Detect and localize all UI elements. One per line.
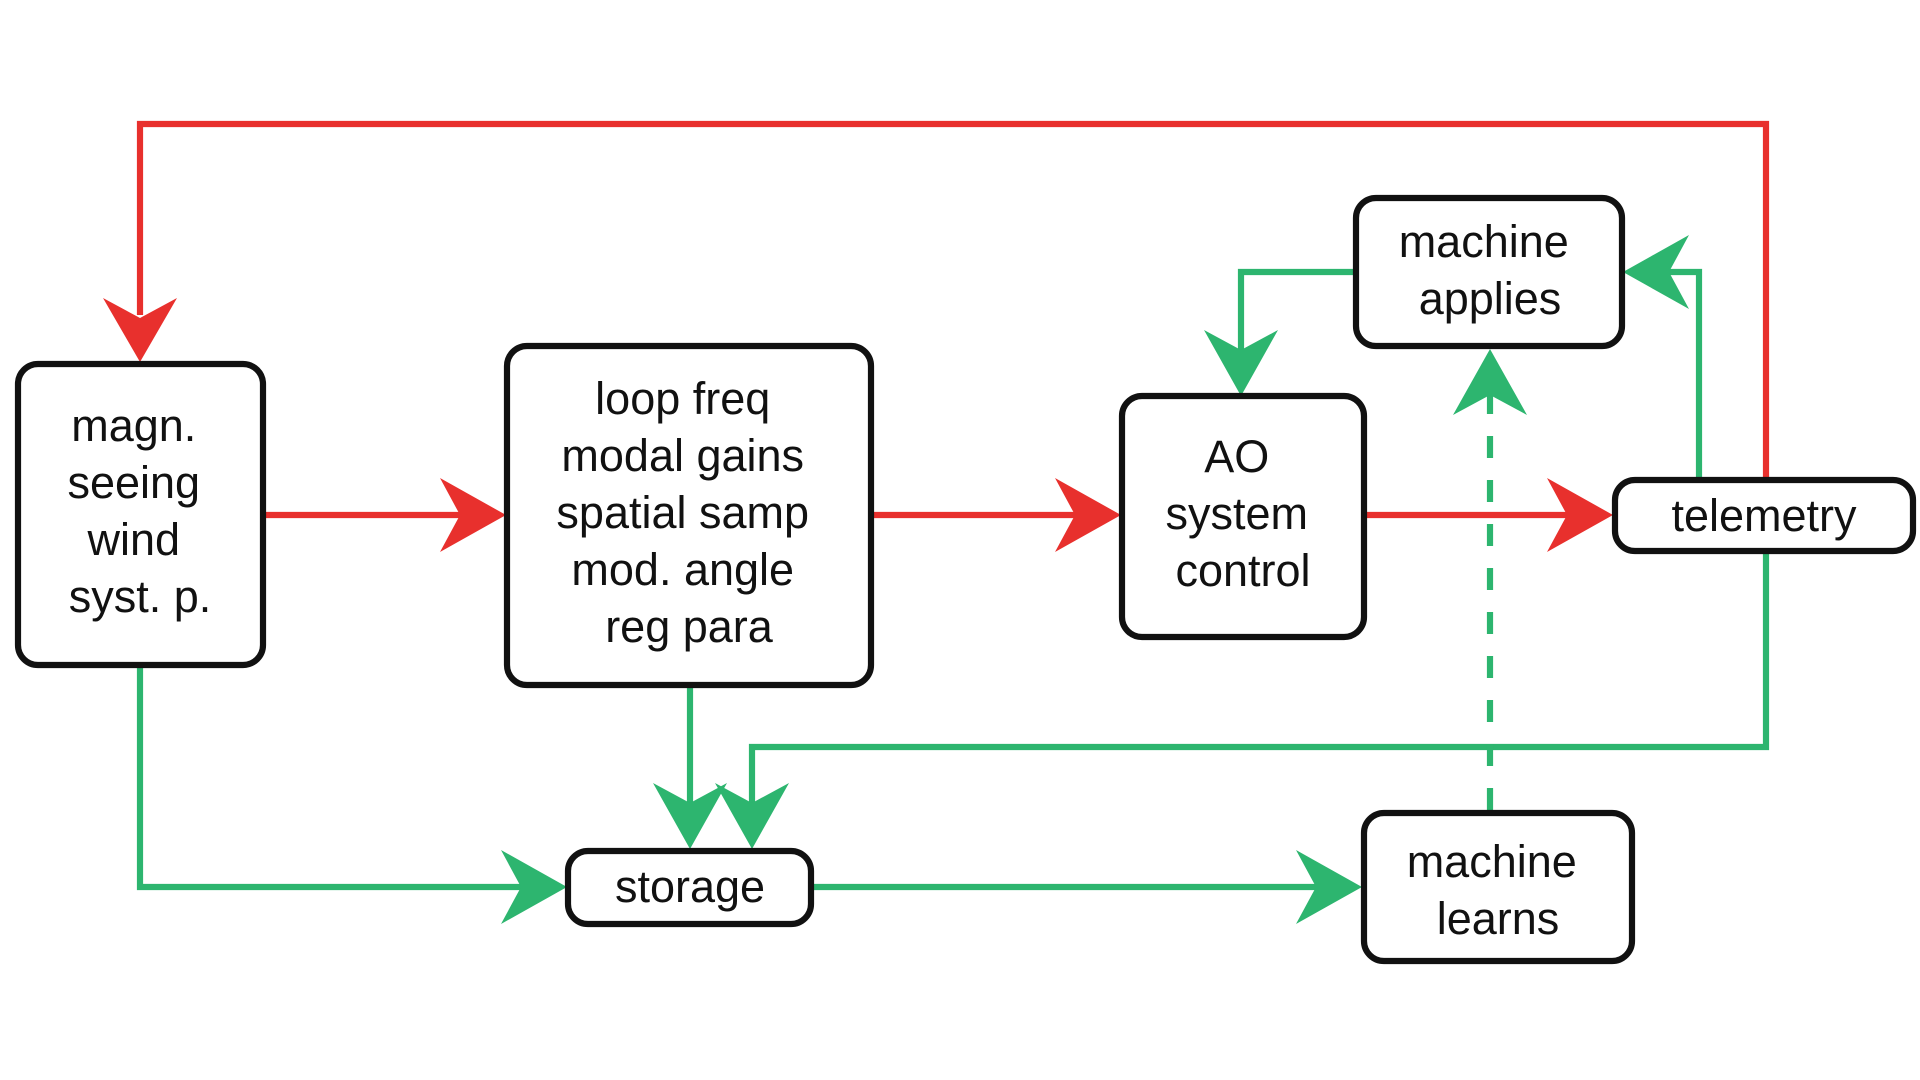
node-ao-control: AO system control [1118, 392, 1368, 641]
applies-to-ao-line [1237, 268, 1356, 350]
conditions-label: magn. seeing wind syst. p. [67, 400, 212, 622]
parameters-label: loop freq modal gains spatial samp mod. … [556, 373, 821, 652]
machine-learns-box [1360, 809, 1636, 965]
parameters-line-4: mod. angle [571, 544, 794, 595]
conditions-to-storage-arrowhead [501, 850, 567, 924]
parameters-to-ao-arrowhead [1055, 478, 1121, 552]
parameters-line-1: loop freq [595, 373, 770, 424]
telemetry-line-1: telemetry [1671, 490, 1857, 541]
machine-learns-line-2: learns [1437, 893, 1560, 944]
green-connections [136, 235, 1770, 924]
node-machine-applies: machine applies [1352, 194, 1626, 350]
conditions-line-2: seeing [67, 457, 200, 508]
ao-control-line-1: AO [1204, 431, 1269, 482]
ao-control-box [1118, 392, 1368, 641]
learns-to-applies-arrowhead [1453, 349, 1527, 415]
ao-control-line-3: control [1175, 545, 1310, 596]
conditions-box [14, 360, 267, 669]
machine-applies-box [1352, 194, 1626, 350]
conditions-to-parameters-arrowhead [440, 478, 506, 552]
telemetry-to-applies-line [1643, 268, 1703, 478]
node-telemetry: telemetry [1611, 476, 1917, 555]
conditions-line-4: syst. p. [69, 571, 212, 622]
parameters-box [503, 342, 875, 689]
ao-control-line-2: system [1165, 488, 1308, 539]
node-storage: storage [564, 847, 815, 928]
conditions-to-storage-line [136, 667, 521, 891]
machine-applies-label: machine applies [1399, 216, 1582, 324]
node-machine-learns: machine learns [1360, 809, 1636, 965]
feedback-arrowhead [103, 298, 177, 362]
parameters-line-3: spatial samp [556, 487, 809, 538]
red-connections [103, 120, 1770, 552]
telemetry-label: telemetry [1671, 490, 1857, 541]
telemetry-box [1611, 476, 1917, 555]
machine-applies-line-2: applies [1419, 273, 1562, 324]
telemetry-to-storage-line [748, 553, 1770, 803]
feedback-loop-red-line [136, 120, 1770, 478]
node-conditions: magn. seeing wind syst. p. [14, 360, 267, 669]
ao-to-telemetry-arrowhead [1547, 478, 1613, 552]
telemetry-to-storage-arrowhead [715, 783, 789, 849]
storage-to-machine-learns-arrowhead [1296, 850, 1362, 924]
conditions-line-1: magn. [71, 400, 196, 451]
parameters-to-storage-arrowhead [653, 783, 727, 849]
parameters-line-2: modal gains [561, 430, 804, 481]
parameters-line-5: reg para [605, 601, 774, 652]
machine-learns-label: machine learns [1407, 836, 1590, 944]
telemetry-to-applies-arrowhead [1623, 235, 1689, 309]
machine-applies-line-1: machine [1399, 216, 1569, 267]
machine-learns-line-1: machine [1407, 836, 1577, 887]
storage-line-1: storage [615, 861, 765, 912]
ao-control-label: AO system control [1165, 431, 1320, 596]
storage-box [564, 847, 815, 928]
storage-label: storage [615, 861, 765, 912]
applies-to-ao-arrowhead [1204, 330, 1278, 396]
conditions-line-3: wind [86, 514, 180, 565]
node-parameters: loop freq modal gains spatial samp mod. … [503, 342, 875, 689]
